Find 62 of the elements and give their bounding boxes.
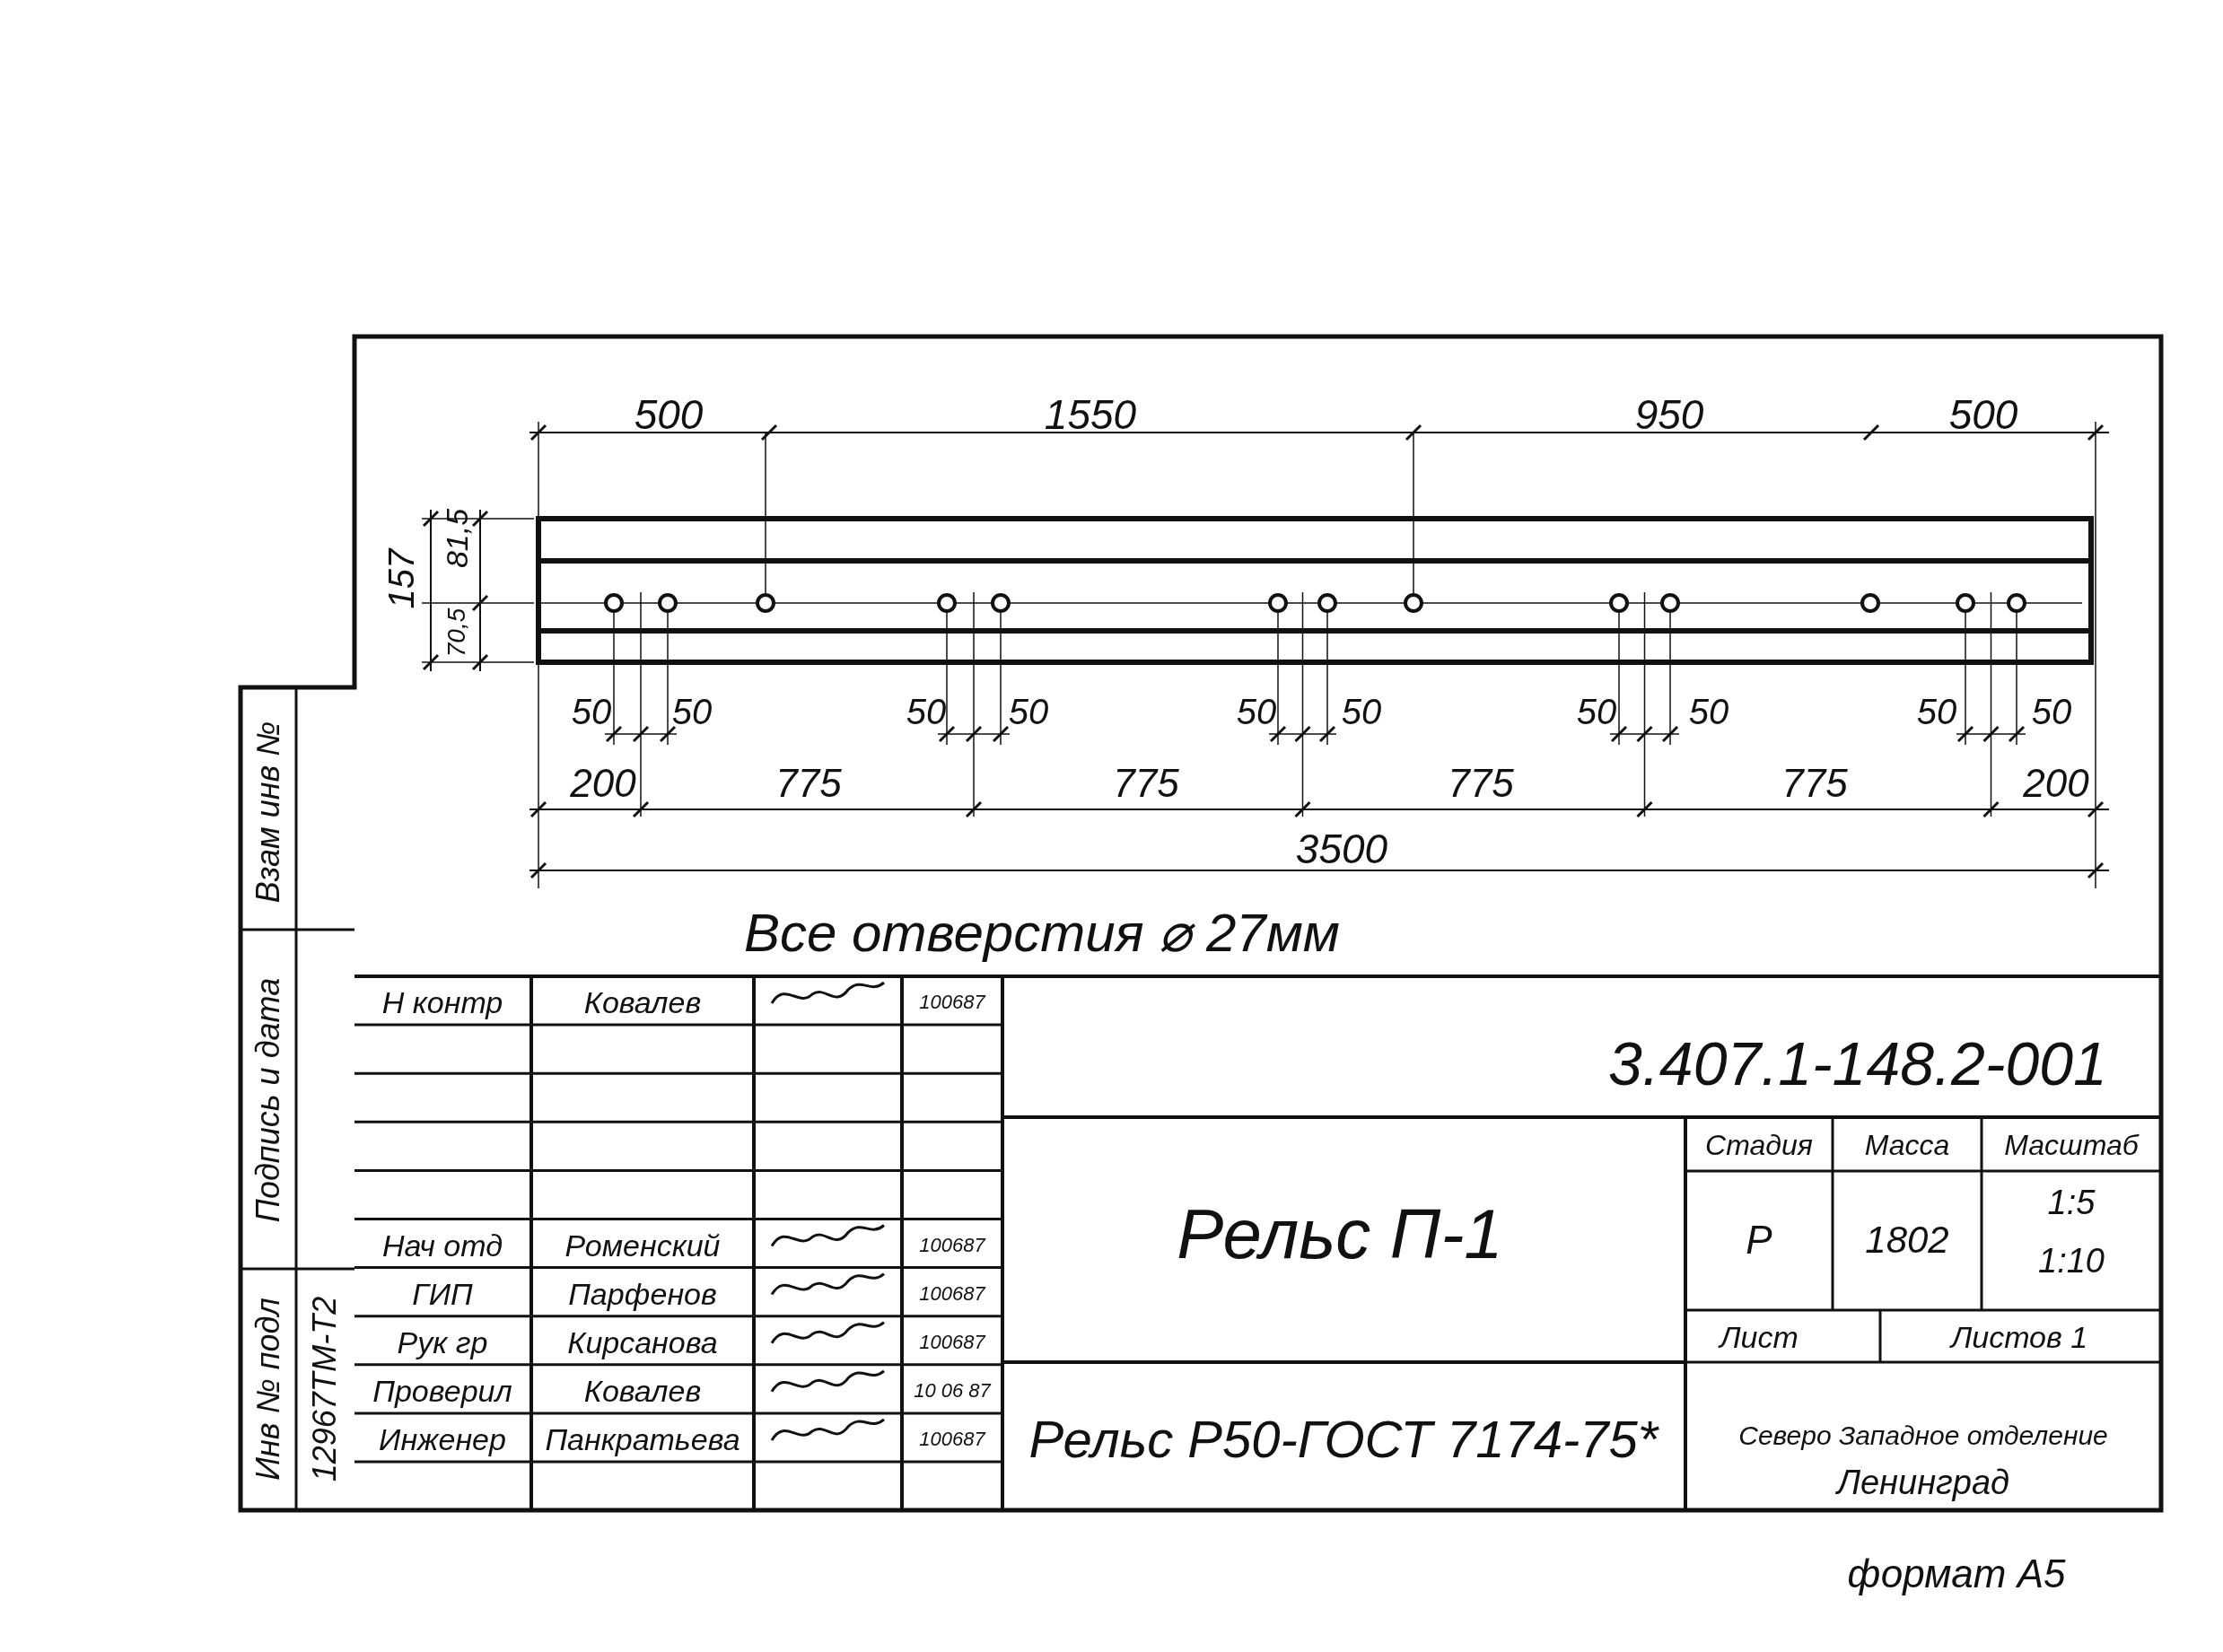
person-name: Кирсанова	[567, 1326, 718, 1358]
dimension-value: 50	[906, 694, 947, 730]
stamp-field-label: Взам инв №	[252, 721, 284, 904]
column-heading: Масштаб	[2004, 1131, 2139, 1159]
dimension-value: 50	[2031, 694, 2072, 730]
dimension-value: 500	[634, 394, 704, 435]
role-label: Инженер	[379, 1423, 506, 1455]
dimension-value: 50	[1236, 694, 1277, 730]
role-label: Рук гр	[397, 1326, 488, 1358]
dimension-value: 50	[1341, 694, 1382, 730]
dimension-value: 200	[570, 764, 636, 803]
dimension-value: 50	[1576, 694, 1617, 730]
dimension-value: 775	[1781, 764, 1848, 803]
dimension-value: 81,5	[442, 508, 472, 569]
dimension-value: 50	[1008, 694, 1049, 730]
inventory-number: 12967ТМ-Т2	[309, 1296, 341, 1482]
sheet-label: Лист	[1720, 1322, 1799, 1352]
person-name: Панкратьева	[545, 1423, 740, 1455]
dimension-value: 950	[1634, 394, 1704, 435]
department-name: Северо Западное отделение	[1738, 1422, 2108, 1449]
role-label: Проверил	[372, 1375, 512, 1406]
material-spec: Рельс Р50-ГОСТ 7174-75*	[1028, 1413, 1658, 1465]
dimension-value: 1550	[1044, 394, 1137, 435]
sheet-label: Листов 1	[1950, 1322, 2088, 1352]
dimension-value: 50	[671, 694, 713, 730]
dimension-value: 775	[1113, 764, 1179, 803]
signature-date: 10 06 87	[914, 1380, 991, 1401]
sheet-format: формат А5	[1847, 1554, 2066, 1594]
signature-date: 100687	[919, 1283, 985, 1304]
role-label: Н контр	[381, 987, 503, 1018]
person-name: Ковалев	[583, 987, 702, 1018]
dimension-value: 3500	[1295, 828, 1388, 870]
document-code: 3.407.1-148.2-001	[1608, 1033, 2107, 1094]
signature-date: 100687	[919, 1235, 985, 1255]
drawing-title: Рельс П-1	[1177, 1199, 1503, 1269]
dimension-value: 50	[1916, 694, 1957, 730]
mass-value: 1802	[1865, 1221, 1949, 1259]
stamp-field-label: Инв № подл	[252, 1298, 284, 1481]
note-text: Все отверстия ⌀ 27мм	[744, 906, 1340, 960]
dimension-value: 500	[1948, 394, 2018, 435]
scale-value: 1:10	[2038, 1244, 2105, 1278]
column-heading: Стадия	[1705, 1131, 1813, 1159]
dimension-value: 775	[775, 764, 842, 803]
column-heading: Масса	[1864, 1131, 1950, 1159]
role-label: Нач отд	[382, 1229, 503, 1261]
dimension-value: 50	[1688, 694, 1729, 730]
city-name: Ленинград	[1836, 1465, 2010, 1499]
dimension-value: 70,5	[444, 607, 469, 658]
dimension-value: 200	[2023, 764, 2089, 803]
stage-value: Р	[1746, 1220, 1772, 1260]
person-name: Роменский	[565, 1229, 721, 1261]
signature-date: 100687	[919, 992, 985, 1012]
signature-date: 100687	[919, 1429, 985, 1449]
role-label: ГИП	[412, 1278, 473, 1309]
dimension-value: 775	[1448, 764, 1514, 803]
dimension-value: 157	[383, 548, 419, 609]
signature-date: 100687	[919, 1332, 985, 1352]
stamp-field-label: Подпись и дата	[252, 977, 284, 1223]
scale-value: 1:5	[2047, 1185, 2096, 1219]
dimension-value: 50	[571, 694, 612, 730]
person-name: Ковалев	[583, 1375, 702, 1406]
person-name: Парфенов	[568, 1278, 717, 1309]
